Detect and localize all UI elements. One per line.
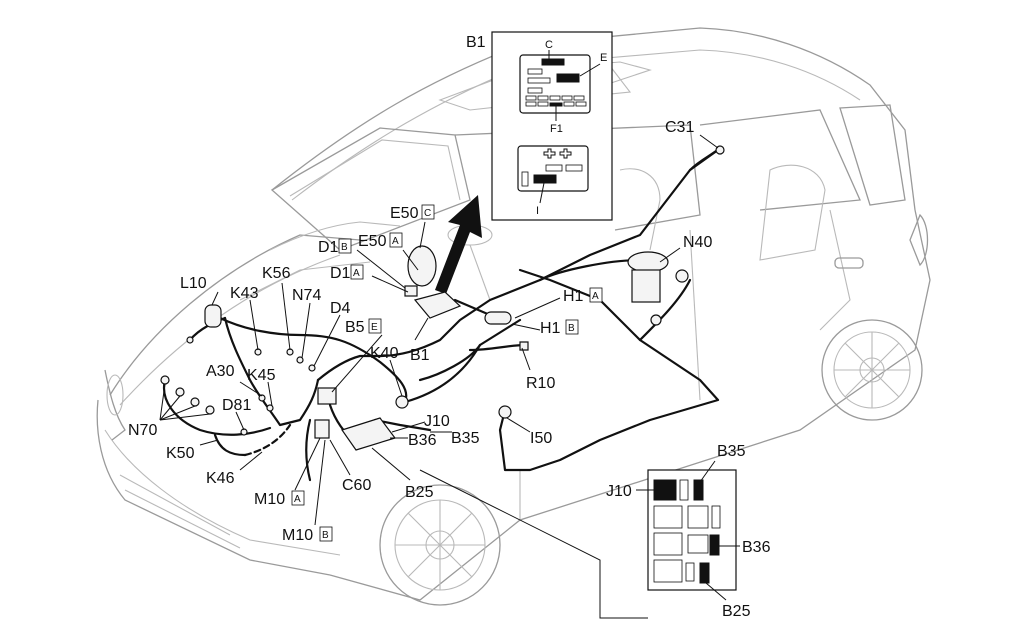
label-d1-a: D1 <box>330 265 351 282</box>
car-body-outline <box>96 27 931 606</box>
svg-text:C: C <box>424 208 431 219</box>
fuse-i <box>533 174 557 184</box>
svg-text:E: E <box>371 322 378 333</box>
label-c60: C60 <box>342 477 371 494</box>
component-k40 <box>395 395 409 409</box>
svg-text:A: A <box>392 236 399 247</box>
label-n70: N70 <box>128 422 157 439</box>
label-n40: N40 <box>683 234 712 251</box>
label-h1-a: H1 <box>563 288 584 305</box>
fuse-c <box>541 58 565 66</box>
label-b35-inset: B35 <box>717 443 746 460</box>
svg-text:B: B <box>341 242 348 253</box>
labels: C31 N40 E50 C E50 A D1 B D1 A K56 L10 K4… <box>128 119 712 544</box>
label-k56: K56 <box>262 265 291 282</box>
label-h1-b: H1 <box>540 320 561 337</box>
label-b36-inset: B36 <box>742 539 771 556</box>
label-k50: K50 <box>166 445 195 462</box>
label-j10-inset: J10 <box>606 483 632 500</box>
fuse-b36 <box>709 534 720 556</box>
component-n40 <box>627 251 669 273</box>
svg-text:B: B <box>322 530 329 541</box>
label-b1-inset: B1 <box>466 34 486 51</box>
fuse-b25 <box>699 562 710 584</box>
label-i: I <box>536 205 539 217</box>
label-c31: C31 <box>665 119 694 136</box>
label-b25: B25 <box>405 484 434 501</box>
component-n70 <box>160 375 170 385</box>
label-k40: K40 <box>370 345 399 362</box>
relay-j10 <box>653 479 677 501</box>
label-f1: F1 <box>550 123 563 135</box>
component-m10 <box>314 419 330 439</box>
label-e: E <box>600 52 607 64</box>
label-b36: B36 <box>408 432 437 449</box>
leader-lines <box>159 134 719 526</box>
label-k43: K43 <box>230 285 259 302</box>
pointer-arrow <box>435 195 482 294</box>
label-m10-b: M10 <box>282 527 313 544</box>
label-k45: K45 <box>247 367 276 384</box>
inset-panel-j10: J10 B35 B36 B25 <box>419 443 771 620</box>
label-b5-e: B5 <box>345 319 365 336</box>
label-a30: A30 <box>206 363 235 380</box>
label-b1: B1 <box>410 347 430 364</box>
components <box>160 145 725 451</box>
label-e50-a: E50 <box>358 233 387 250</box>
fuse-f1 <box>549 102 563 107</box>
label-l10: L10 <box>180 275 207 292</box>
label-d1-b: D1 <box>318 239 339 256</box>
label-j10: J10 <box>424 413 450 430</box>
label-n74: N74 <box>292 287 321 304</box>
component-b5 <box>317 387 337 405</box>
label-e50-c: E50 <box>390 205 419 222</box>
component-e50 <box>407 245 437 287</box>
label-r10: R10 <box>526 375 555 392</box>
component-b1 <box>413 291 462 319</box>
component-h1 <box>484 311 512 325</box>
svg-text:B: B <box>568 323 575 334</box>
svg-text:A: A <box>353 268 360 279</box>
label-b35: B35 <box>451 430 480 447</box>
label-m10-a: M10 <box>254 491 285 508</box>
label-i50: I50 <box>530 430 552 447</box>
component-i50 <box>498 405 512 419</box>
fuse-e <box>556 73 580 83</box>
component-r10 <box>519 341 529 351</box>
svg-text:A: A <box>294 494 301 505</box>
label-d4: D4 <box>330 300 351 317</box>
label-b25-inset: B25 <box>722 603 751 620</box>
label-k46: K46 <box>206 470 235 487</box>
inset-panel-b1: C E F1 I B1 <box>466 31 613 221</box>
svg-text:A: A <box>592 291 599 302</box>
label-c: C <box>545 39 553 51</box>
label-d81: D81 <box>222 397 251 414</box>
wiring-harness <box>162 146 722 482</box>
component-l10 <box>204 304 222 328</box>
fuse-b35 <box>693 479 704 501</box>
component-n40-body <box>631 269 661 303</box>
